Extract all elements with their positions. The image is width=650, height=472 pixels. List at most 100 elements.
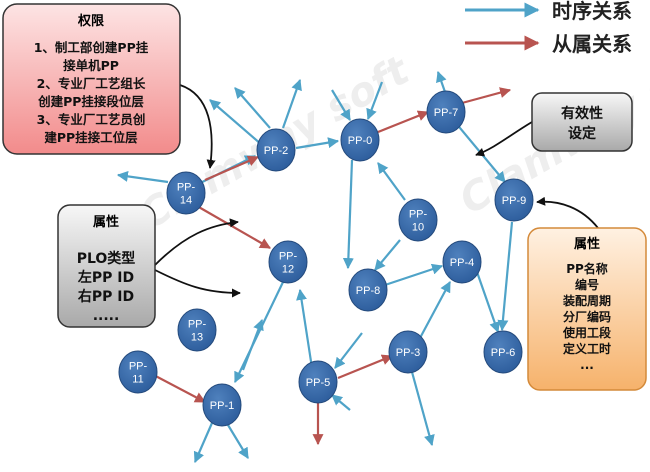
node-label: PP-8 bbox=[356, 285, 380, 297]
belong-11-1 bbox=[147, 371, 206, 403]
edge-1-down bbox=[193, 422, 214, 464]
sequence-edges bbox=[116, 70, 514, 464]
belong-14-12 bbox=[196, 205, 271, 249]
node-label: 11 bbox=[132, 374, 143, 386]
connector-arrows bbox=[154, 84, 599, 298]
node-4[interactable]: PP-4 bbox=[442, 240, 482, 284]
attr-right-title: 属性 bbox=[574, 236, 600, 252]
belong-14-2 bbox=[204, 155, 260, 182]
belong-0-7 bbox=[377, 110, 430, 134]
validity-line-1: 设定 bbox=[568, 125, 596, 142]
attr-right-line-1: 编号 bbox=[574, 277, 599, 292]
node-7[interactable]: PP-7 bbox=[426, 90, 466, 134]
node-circle bbox=[256, 128, 296, 172]
node-12[interactable]: PP-12 bbox=[268, 240, 308, 284]
edge-4-6 bbox=[475, 271, 500, 334]
node-circle bbox=[166, 171, 206, 215]
node-10[interactable]: PP-10 bbox=[398, 198, 438, 242]
attr-right-line-4: 使用工段 bbox=[562, 325, 612, 340]
permission-line-1: 接单机PP bbox=[63, 58, 119, 73]
attr-left-title: 属性 bbox=[93, 214, 119, 230]
node-14[interactable]: PP-14 bbox=[166, 171, 206, 215]
node-circle bbox=[118, 350, 158, 394]
node-circle bbox=[398, 198, 438, 242]
connector-attr-left-2 bbox=[154, 269, 241, 298]
node-label: PP- bbox=[129, 361, 148, 373]
node-2[interactable]: PP-2 bbox=[256, 128, 296, 172]
attr-right-line-2: 装配周期 bbox=[562, 293, 611, 308]
connector-permission bbox=[179, 84, 216, 169]
node-label: PP-1 bbox=[210, 400, 234, 412]
node-circle bbox=[442, 240, 482, 284]
edge-2-up2 bbox=[281, 78, 302, 129]
node-label: PP-5 bbox=[306, 377, 330, 389]
belong-5-3 bbox=[337, 354, 394, 380]
attr-left-line-1: 左PP ID bbox=[77, 269, 134, 286]
node-1[interactable]: PP-1 bbox=[202, 383, 242, 427]
edge-10-8 bbox=[374, 239, 401, 271]
node-circle bbox=[483, 330, 523, 374]
permission-line-0: 1、制工部创建PP挂 bbox=[34, 40, 149, 55]
node-label: PP- bbox=[177, 182, 196, 194]
edge-10-0 bbox=[377, 162, 406, 201]
attr-right-line-5: 定义工时 bbox=[563, 341, 611, 356]
permission-title: 权限 bbox=[77, 13, 105, 29]
node-9[interactable]: PP-9 bbox=[494, 178, 534, 222]
edge-2-left bbox=[209, 99, 263, 146]
edge-in-5 bbox=[331, 394, 351, 411]
edge-12-1 bbox=[234, 279, 285, 383]
node-8[interactable]: PP-8 bbox=[348, 268, 388, 312]
edge-in-0a bbox=[331, 89, 351, 121]
node-6[interactable]: PP-6 bbox=[483, 330, 523, 374]
node-label: PP-2 bbox=[264, 145, 288, 157]
attr-left-line-0: PLO类型 bbox=[77, 250, 136, 267]
edge-14-left bbox=[116, 170, 169, 184]
node-label: 10 bbox=[412, 222, 424, 234]
edge-5-12 bbox=[296, 288, 314, 369]
attr-right-line-3: 分厂编码 bbox=[563, 309, 611, 324]
attr-left-line-2: 右PP ID bbox=[77, 288, 134, 305]
edge-in-0b bbox=[366, 81, 384, 121]
edge-2-0 bbox=[295, 137, 340, 150]
connector-attr-left-1 bbox=[154, 218, 239, 266]
node-label: 13 bbox=[191, 332, 203, 344]
edge-3-4 bbox=[419, 281, 451, 339]
connector-validity bbox=[475, 121, 533, 157]
permission-line-3: 创建PP挂接段位层 bbox=[37, 94, 144, 109]
permission-line-2: 2、专业厂工艺组长 bbox=[37, 76, 146, 91]
node-label: PP-9 bbox=[502, 195, 526, 207]
node-circle bbox=[298, 360, 338, 404]
attr-right-box: 属性 PP名称编号装配周期分厂编码使用工段定义工时... bbox=[527, 227, 647, 391]
edge-9-6 bbox=[497, 221, 514, 332]
node-label: PP-3 bbox=[396, 347, 420, 359]
node-label: PP- bbox=[279, 251, 298, 263]
permission-box: 权限 1、制工部创建PP挂接单机PP2、专业厂工艺组长创建PP挂接段位层3、专业… bbox=[2, 3, 181, 155]
node-circle bbox=[348, 268, 388, 312]
node-0[interactable]: PP-0 bbox=[340, 118, 380, 162]
node-label: PP-6 bbox=[491, 347, 515, 359]
connector-attr-right bbox=[536, 196, 599, 229]
node-circle bbox=[268, 240, 308, 284]
belong-7-right bbox=[461, 87, 512, 105]
node-label: PP-0 bbox=[348, 135, 372, 147]
node-label: 14 bbox=[180, 195, 192, 207]
node-3[interactable]: PP-3 bbox=[388, 330, 428, 374]
node-circle bbox=[494, 178, 534, 222]
node-circle bbox=[202, 383, 242, 427]
attr-right-line-6: ... bbox=[580, 358, 594, 372]
edge-in-1a bbox=[241, 318, 264, 371]
node-circle bbox=[177, 308, 217, 352]
node-13[interactable]: PP-13 bbox=[177, 308, 217, 352]
node-label: PP- bbox=[188, 319, 207, 331]
node-circle bbox=[340, 118, 380, 162]
edge-in-5b bbox=[334, 332, 363, 369]
node-11[interactable]: PP-11 bbox=[118, 350, 158, 394]
edge-8-4 bbox=[384, 263, 444, 287]
attr-right-line-0: PP名称 bbox=[566, 261, 608, 276]
edge-0-8 bbox=[342, 159, 354, 270]
node-5[interactable]: PP-5 bbox=[298, 360, 338, 404]
